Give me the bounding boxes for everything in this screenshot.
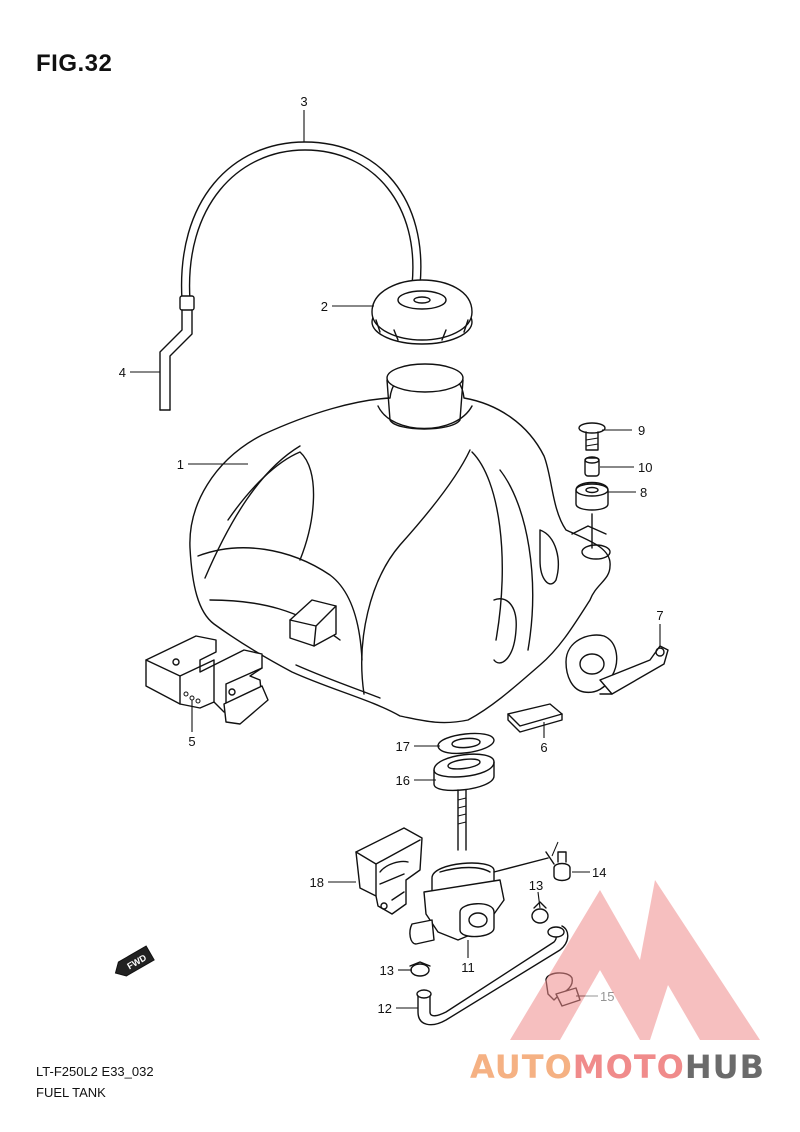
- fuel-tank: [189, 363, 611, 724]
- fuel-cock-screw: [553, 851, 571, 882]
- watermark-logo: AUTOMOTOHUB: [470, 1048, 765, 1086]
- callout-2: 2: [321, 299, 328, 314]
- tank-pad: [507, 703, 563, 733]
- callout-6: 6: [540, 740, 547, 755]
- watermark-part-b: MOTO: [572, 1048, 685, 1086]
- callout-11: 11: [461, 960, 475, 975]
- callout-8: 8: [640, 485, 647, 500]
- breather-pipe: [159, 295, 195, 411]
- callout-4: 4: [119, 365, 126, 380]
- fuel-cock: [409, 789, 559, 945]
- footer-name: FUEL TANK: [36, 1085, 106, 1100]
- footer-code: LT-F250L2 E33_032: [36, 1064, 154, 1079]
- hose-clamp-lower: [409, 961, 431, 977]
- fuel-cock-bracket: [355, 827, 423, 915]
- callout-14: 14: [592, 865, 606, 880]
- leader-lines: [130, 110, 661, 1009]
- watermark-logo-mark: [510, 880, 760, 1040]
- fuel-strap: [565, 634, 669, 695]
- fuel-hose: [416, 925, 569, 1026]
- fuel-cap: [371, 279, 473, 345]
- tank-collar: [584, 456, 600, 477]
- fwd-arrow: FWD: [114, 945, 155, 977]
- callout-16: 16: [396, 773, 410, 788]
- tank-bolt: [578, 422, 606, 451]
- fuel-cock-cushion: [433, 753, 495, 792]
- callout-3: 3: [300, 94, 307, 109]
- tank-cushion: [575, 481, 609, 549]
- callout-10: 10: [638, 460, 652, 475]
- breather-hose: [180, 141, 422, 301]
- callout-17: 17: [396, 739, 410, 754]
- tank-bracket-left: [145, 635, 269, 725]
- hose-clamp-upper: [531, 901, 549, 924]
- callout-1: 1: [177, 457, 184, 472]
- watermark-part-c: HUB: [684, 1048, 766, 1086]
- callout-labels: 3 2 4 1 9 10 8 7 5 6 17 16 11 18 14 13 1…: [119, 94, 664, 1016]
- callout-5: 5: [188, 734, 195, 749]
- figure-title: FIG.32: [36, 50, 113, 77]
- callout-12: 12: [378, 1001, 392, 1016]
- callout-13-lower: 13: [380, 963, 394, 978]
- callout-7: 7: [656, 608, 663, 623]
- fuel-cock-gasket: [437, 732, 495, 755]
- watermark-part-a: AUTO: [470, 1048, 573, 1086]
- callout-18: 18: [310, 875, 324, 890]
- callout-13-upper: 13: [529, 878, 543, 893]
- callout-9: 9: [638, 423, 645, 438]
